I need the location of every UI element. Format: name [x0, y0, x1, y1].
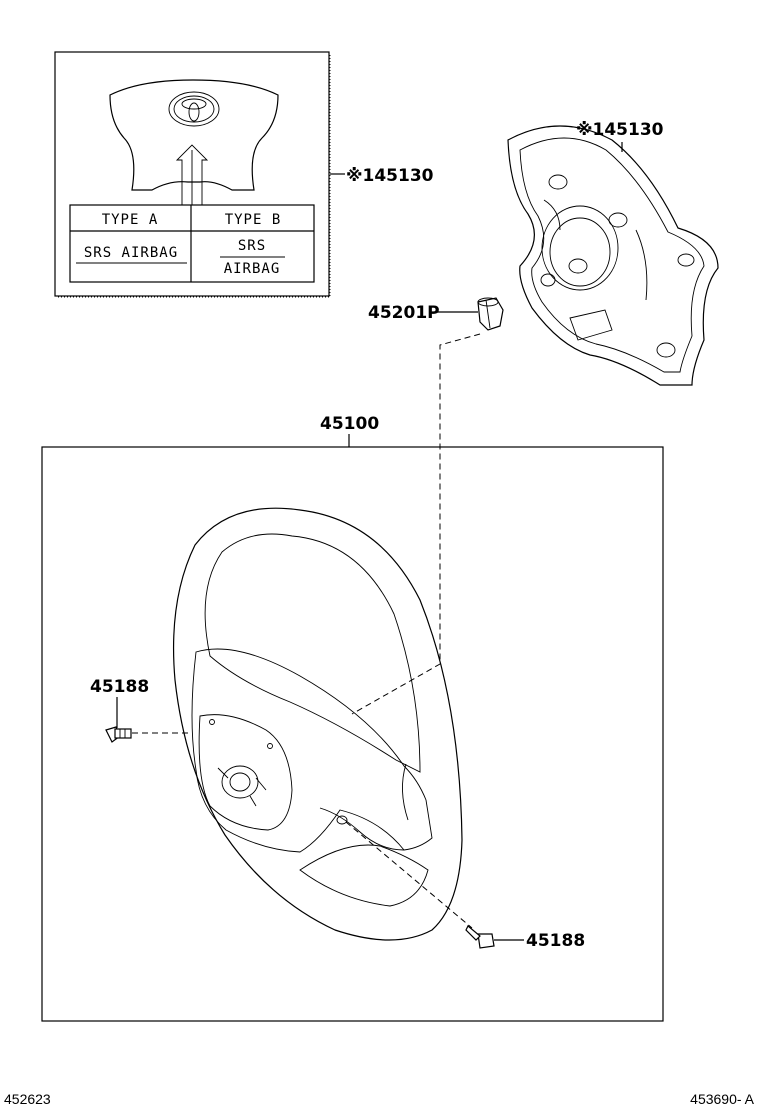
- label-inset-part: ※145130: [346, 166, 434, 186]
- screw-right-part: [465, 925, 495, 949]
- type-table: TYPE A TYPE B SRS AIRBAG SRS AIRBAG: [69, 204, 315, 283]
- steering-wheel-box: [41, 446, 664, 1022]
- table-cell-type-b-line2: AIRBAG: [224, 261, 281, 277]
- airbag-cover-outline: [109, 79, 279, 191]
- table-cell-type-b-line1: SRS: [238, 238, 266, 254]
- inset-box: TYPE A TYPE B SRS AIRBAG SRS AIRBAG: [54, 51, 331, 298]
- label-screw-left: 45188: [90, 677, 149, 697]
- label-wheel: 45100: [320, 414, 379, 434]
- airbag-pad-part: [507, 125, 719, 386]
- nut-part: [477, 297, 504, 331]
- label-nut: 45201P: [368, 303, 440, 323]
- table-header-type-b: TYPE B: [225, 212, 282, 228]
- table-cell-type-a: SRS AIRBAG: [84, 245, 178, 261]
- steering-wheel-part: [173, 507, 463, 941]
- label-screw-right: 45188: [526, 931, 585, 951]
- label-pad-part: ※145130: [576, 120, 664, 140]
- table-header-type-a: TYPE A: [102, 212, 159, 228]
- toyota-emblem-icon: [168, 91, 220, 127]
- footer-right-id: 453690- A: [690, 1091, 754, 1107]
- screw-left-part: [105, 726, 132, 743]
- arrow-up-icon: [175, 144, 209, 205]
- footer-left-id: 452623: [4, 1091, 51, 1107]
